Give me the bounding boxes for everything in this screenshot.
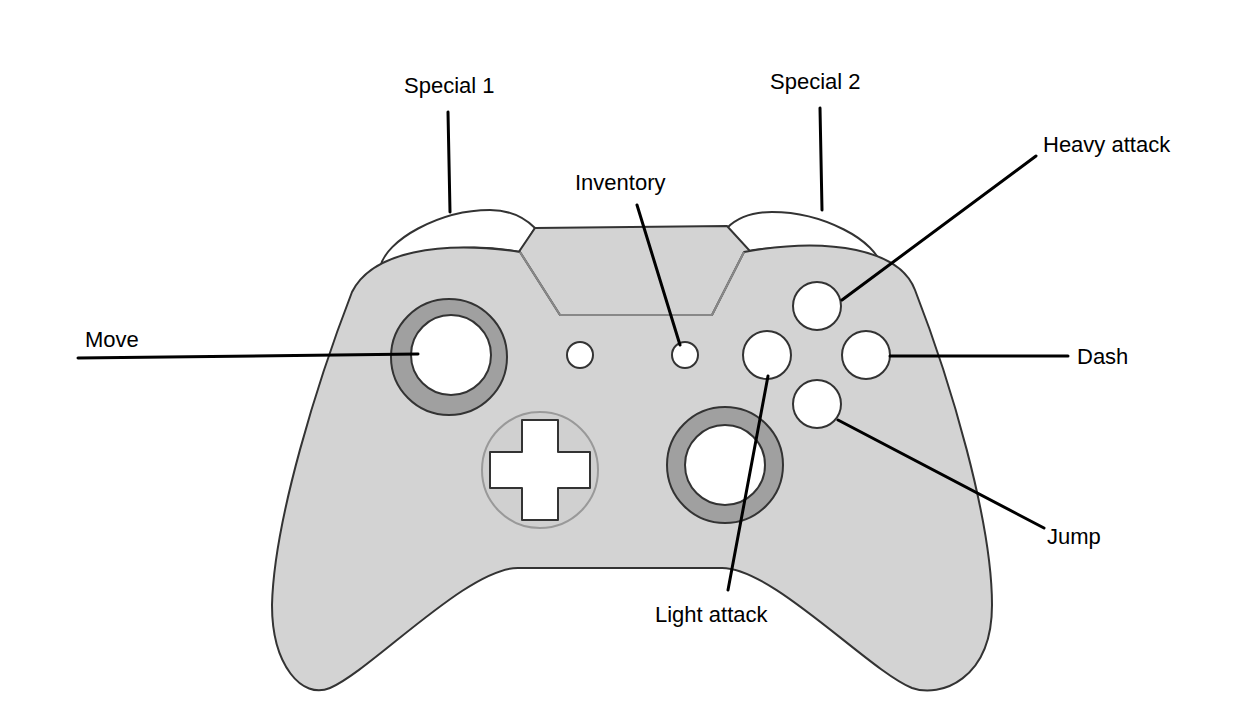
dpad-cross [490,420,590,520]
callout-label: Inventory [575,170,666,196]
leader-line [637,205,680,345]
leader-line [728,376,768,590]
left-stick [411,315,491,395]
view-button [567,342,593,368]
top-panel-edge [520,252,744,315]
leader-line [448,112,450,212]
b-button [842,331,890,379]
leader-line [838,420,1044,528]
x-button [743,331,791,379]
callout-label: Move [85,327,139,353]
left-stick-ring [391,299,507,415]
a-button [793,380,841,428]
leader-line [78,354,418,358]
right-stick [685,425,765,505]
callout-label: Heavy attack [1043,132,1170,158]
leader-line [890,355,1068,358]
y-button [793,282,841,330]
leader-line [842,156,1036,300]
callout-label: Special 2 [770,69,861,95]
right-stick-ring [667,407,783,523]
callout-label: Light attack [655,602,768,628]
dpad-ring [482,412,598,528]
controller-body [272,246,992,691]
callout-label: Jump [1047,524,1101,550]
callout-label: Special 1 [404,73,495,99]
menu-button [672,342,698,368]
callout-label: Dash [1077,344,1128,370]
leader-line [820,108,822,210]
